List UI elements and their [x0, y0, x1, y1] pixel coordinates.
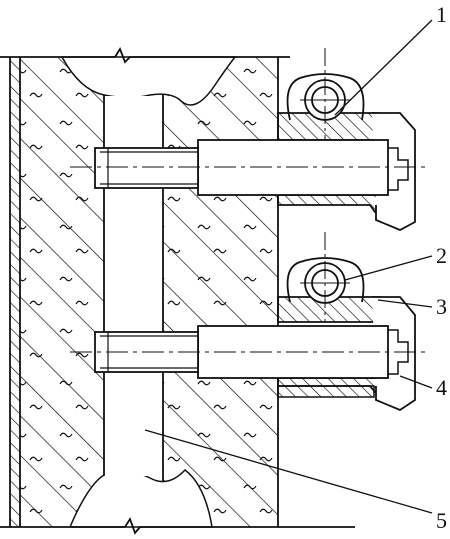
right-wall-panel: [162, 57, 279, 527]
left-wall-panel: [20, 57, 105, 527]
leader-lines: [144, 19, 433, 514]
callout-5: 5: [436, 508, 447, 533]
callout-1: 1: [436, 2, 447, 27]
break-top: [0, 46, 290, 106]
callout-4: 4: [436, 375, 447, 400]
lower-anchor-assembly: [70, 232, 430, 412]
wall-facing-layer: [9, 57, 21, 527]
callout-3: 3: [436, 294, 447, 319]
callout-2: 2: [436, 243, 447, 268]
break-bottom: [0, 468, 355, 535]
callout-labels: 1 2 3 4 5: [436, 2, 447, 533]
upper-anchor-assembly: [70, 48, 430, 231]
